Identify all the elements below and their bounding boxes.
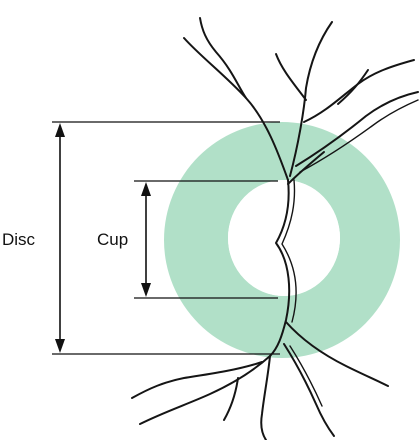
- lower-vessel-6: [284, 344, 334, 436]
- upper-vessel-4: [276, 54, 306, 100]
- cup-arrow-top-head: [141, 182, 151, 196]
- lower-vessel-3: [261, 356, 270, 440]
- disc-dimension-arrow: [55, 123, 65, 353]
- upper-vessel-5: [304, 60, 414, 122]
- cup-arrow-bottom-head: [141, 283, 151, 297]
- upper-vessel-2: [200, 18, 246, 98]
- lower-vessel-2: [132, 362, 262, 398]
- cup-dimension-arrow: [141, 182, 151, 297]
- disc-label: Disc: [2, 230, 36, 249]
- cup-label: Cup: [97, 230, 128, 249]
- disc-arrow-top-head: [55, 123, 65, 137]
- disc-arrow-bottom-head: [55, 339, 65, 353]
